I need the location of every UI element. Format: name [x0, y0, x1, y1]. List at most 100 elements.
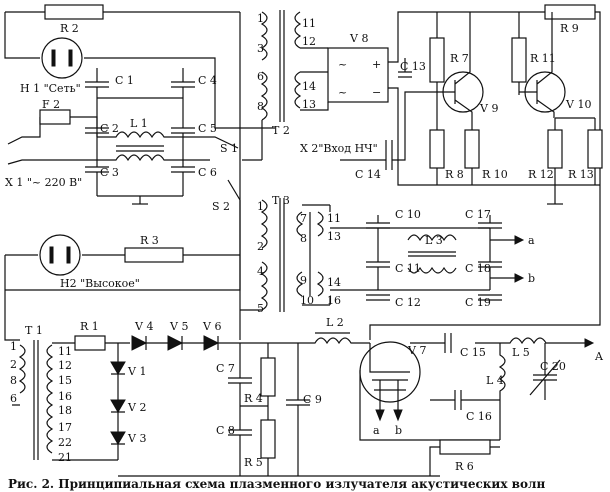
pot-r7: [429, 37, 445, 83]
label-v2: V 2: [127, 401, 146, 414]
wire: [369, 11, 601, 340]
label-c16: C 16: [466, 410, 492, 423]
label-c19: C 19: [465, 296, 491, 309]
wire: [302, 204, 331, 306]
diodes-v4-v6: [131, 335, 220, 351]
label-r6: R 6: [455, 460, 474, 473]
label-c5: C 5: [198, 122, 217, 135]
choke-l4: [498, 343, 506, 440]
v9-leads: [437, 12, 473, 130]
fuse-f2: [39, 109, 71, 125]
pin-label: 5: [257, 302, 264, 315]
wire: [436, 12, 520, 130]
resistor-r10: [464, 129, 480, 169]
label-l4: L 4: [486, 374, 504, 387]
pin-label: 10: [300, 294, 314, 307]
resistor-r2: [44, 4, 104, 20]
t1-secondary: [46, 344, 54, 454]
arrow-a-output: [584, 338, 595, 348]
label-s2: S 2: [212, 200, 230, 213]
label-c13: C 13: [400, 60, 426, 73]
pin-label: 2: [10, 358, 17, 371]
label-l1: L 1: [130, 117, 148, 130]
high-voltage-section: [4, 290, 440, 477]
label-r12: R 12: [528, 168, 554, 181]
label-c12: C 12: [395, 296, 421, 309]
label-v6: V 6: [202, 320, 221, 333]
label-v9: V 9: [479, 102, 498, 115]
resistor-r5: [260, 419, 276, 459]
pin-label: 13: [302, 98, 316, 111]
wire: [240, 227, 490, 311]
pin-label: 2: [257, 240, 264, 253]
capacitors-c10-c12: [366, 215, 390, 301]
pin-label: 12: [58, 359, 72, 372]
label-tube-b: b: [395, 424, 402, 437]
pin-label: 8: [10, 374, 17, 387]
wire: [436, 117, 596, 204]
resistor-r13: [587, 129, 603, 169]
lamp-electrode: [49, 246, 54, 264]
pin-label: 1: [257, 12, 264, 25]
label-c4: C 4: [198, 74, 217, 87]
capacitor-c16: [430, 390, 500, 410]
label-c14: C 14: [355, 168, 381, 181]
wire: [300, 47, 328, 73]
capacitors-c17-c19: [478, 215, 502, 301]
label-a: a: [528, 234, 535, 247]
pin-label: 12: [302, 35, 316, 48]
resistor-r3: [124, 247, 184, 263]
pin-label: 4: [257, 265, 264, 278]
lamp-electrode: [68, 49, 73, 67]
wire: [429, 446, 500, 476]
bridge-plus: +: [372, 58, 381, 71]
label-v4: V 4: [134, 320, 153, 333]
pin-label: 21: [58, 451, 72, 464]
diode-bars: [111, 373, 125, 445]
pin-label: 1: [257, 200, 264, 213]
label-r10: R 10: [482, 168, 508, 181]
wire: [388, 11, 600, 186]
pin-label: 13: [327, 230, 341, 243]
choke-l1-core: [116, 145, 164, 152]
label-l3: L 3: [425, 234, 443, 247]
capacitor-c1: [85, 68, 109, 98]
pin-label: 17: [58, 421, 72, 434]
pin-label: 6: [10, 392, 17, 405]
choke-l1-a: [97, 131, 183, 139]
label-c3: C 3: [100, 166, 119, 179]
label-c9: C 9: [303, 393, 322, 406]
label-tube-a: a: [373, 424, 380, 437]
choke-l5: [500, 337, 585, 345]
t3-core: [279, 198, 285, 312]
ground-bus: [97, 195, 183, 204]
resistor-r1: [74, 335, 106, 351]
mains-input-section: [4, 4, 275, 291]
pin-label: 8: [300, 232, 307, 245]
label-c6: C 6: [198, 166, 217, 179]
plug-x1: [7, 117, 41, 165]
arrow-b: [514, 273, 525, 283]
label-r7: R 7: [450, 52, 469, 65]
label-a-output: A: [594, 350, 604, 363]
lamp-electrode: [51, 49, 56, 67]
wire: [4, 290, 20, 406]
capacitor-c14: [385, 91, 437, 170]
wire: [4, 12, 275, 129]
label-c8: C 8: [216, 424, 235, 437]
label-r11: R 11: [530, 52, 556, 65]
label-c1: C 1: [115, 74, 134, 87]
resistor-r11: [511, 37, 527, 83]
bridge-tilde: ~: [338, 86, 347, 99]
label-c2: C 2: [100, 122, 119, 135]
label-c17: C 17: [465, 208, 491, 221]
capacitor-c15: [444, 333, 452, 353]
choke-l1-b: [97, 154, 183, 162]
pin-label: 1: [10, 340, 17, 353]
choke-l3: [407, 234, 457, 274]
resistor-r8: [429, 129, 445, 169]
label-r1: R 1: [80, 320, 99, 333]
wire: [4, 254, 125, 290]
label-x1: X 1 "~ 220 В": [5, 176, 82, 189]
pin-label: 11: [327, 212, 341, 225]
